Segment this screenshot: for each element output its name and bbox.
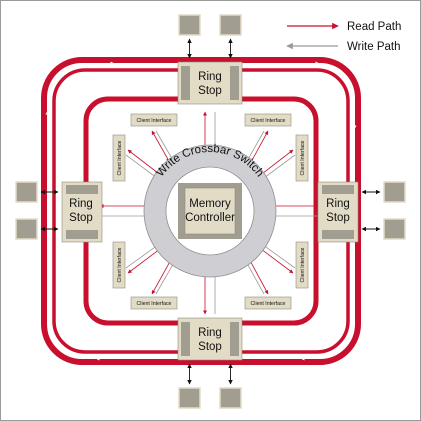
memory-controller-label-line2: Controller [185, 212, 235, 224]
memory-module [178, 387, 201, 409]
memory-module [383, 181, 406, 203]
memory-module [178, 14, 201, 36]
client-interface-label: Client Interface [251, 118, 286, 124]
client-interface-right-top: Client Interface [295, 134, 309, 182]
client-interfaces: Client Interface Client Interface Client… [112, 113, 309, 310]
memory-module [219, 387, 242, 409]
crossbar-ring [144, 145, 276, 277]
client-interface-left-bottom: Client Interface [112, 241, 126, 289]
client-interface-top-left: Client Interface [130, 113, 178, 127]
ring-stop-label-line1: Ring [198, 327, 222, 339]
read-path-legend-label: Read Path [347, 21, 401, 33]
memory-controller-label-line1: Memory [189, 198, 231, 210]
client-interface-right-bottom: Client Interface [295, 241, 309, 289]
memory-module [15, 218, 38, 240]
memory-module [219, 14, 242, 36]
client-interface-bottom-right: Client Interface [244, 296, 292, 310]
ring-stop-right: Ring Stop [317, 181, 359, 243]
client-interface-label: Client Interface [117, 247, 123, 282]
client-interface-label: Client Interface [137, 118, 172, 124]
memory-module [383, 218, 406, 240]
ring-stop-label-line1: Ring [198, 71, 222, 83]
client-interface-label: Client Interface [137, 301, 172, 307]
ring-stop-label-line2: Stop [198, 85, 222, 97]
memory-module [15, 181, 38, 203]
crossbar-ring-outer-edge [143, 144, 277, 278]
client-interface-left-top: Client Interface [112, 134, 126, 182]
ring-stop-label-line2: Stop [326, 212, 350, 224]
ring-stop-label-line2: Stop [69, 212, 93, 224]
memory-controller: Memory Controller [178, 183, 242, 239]
ring-stop-label-line2: Stop [198, 341, 222, 353]
ring-stop-top: Ring Stop [177, 61, 243, 105]
client-interface-label: Client Interface [117, 140, 123, 175]
client-interface-label: Client Interface [300, 247, 306, 282]
client-interface-label: Client Interface [300, 140, 306, 175]
client-interface-bottom-left: Client Interface [130, 296, 178, 310]
client-interface-label: Client Interface [251, 301, 286, 307]
ring-stop-label-line1: Ring [69, 198, 93, 210]
write-path-legend-label: Write Path [347, 41, 400, 53]
memory-modules [15, 14, 406, 409]
ring-stop-bottom: Ring Stop [177, 317, 243, 361]
memory-controller-panel [184, 187, 236, 235]
client-interface-top-right: Client Interface [244, 113, 292, 127]
ring-stop-label-line1: Ring [326, 198, 350, 210]
legend: Read Path Write Path [286, 21, 401, 53]
ring-stop-left: Ring Stop [61, 181, 103, 243]
